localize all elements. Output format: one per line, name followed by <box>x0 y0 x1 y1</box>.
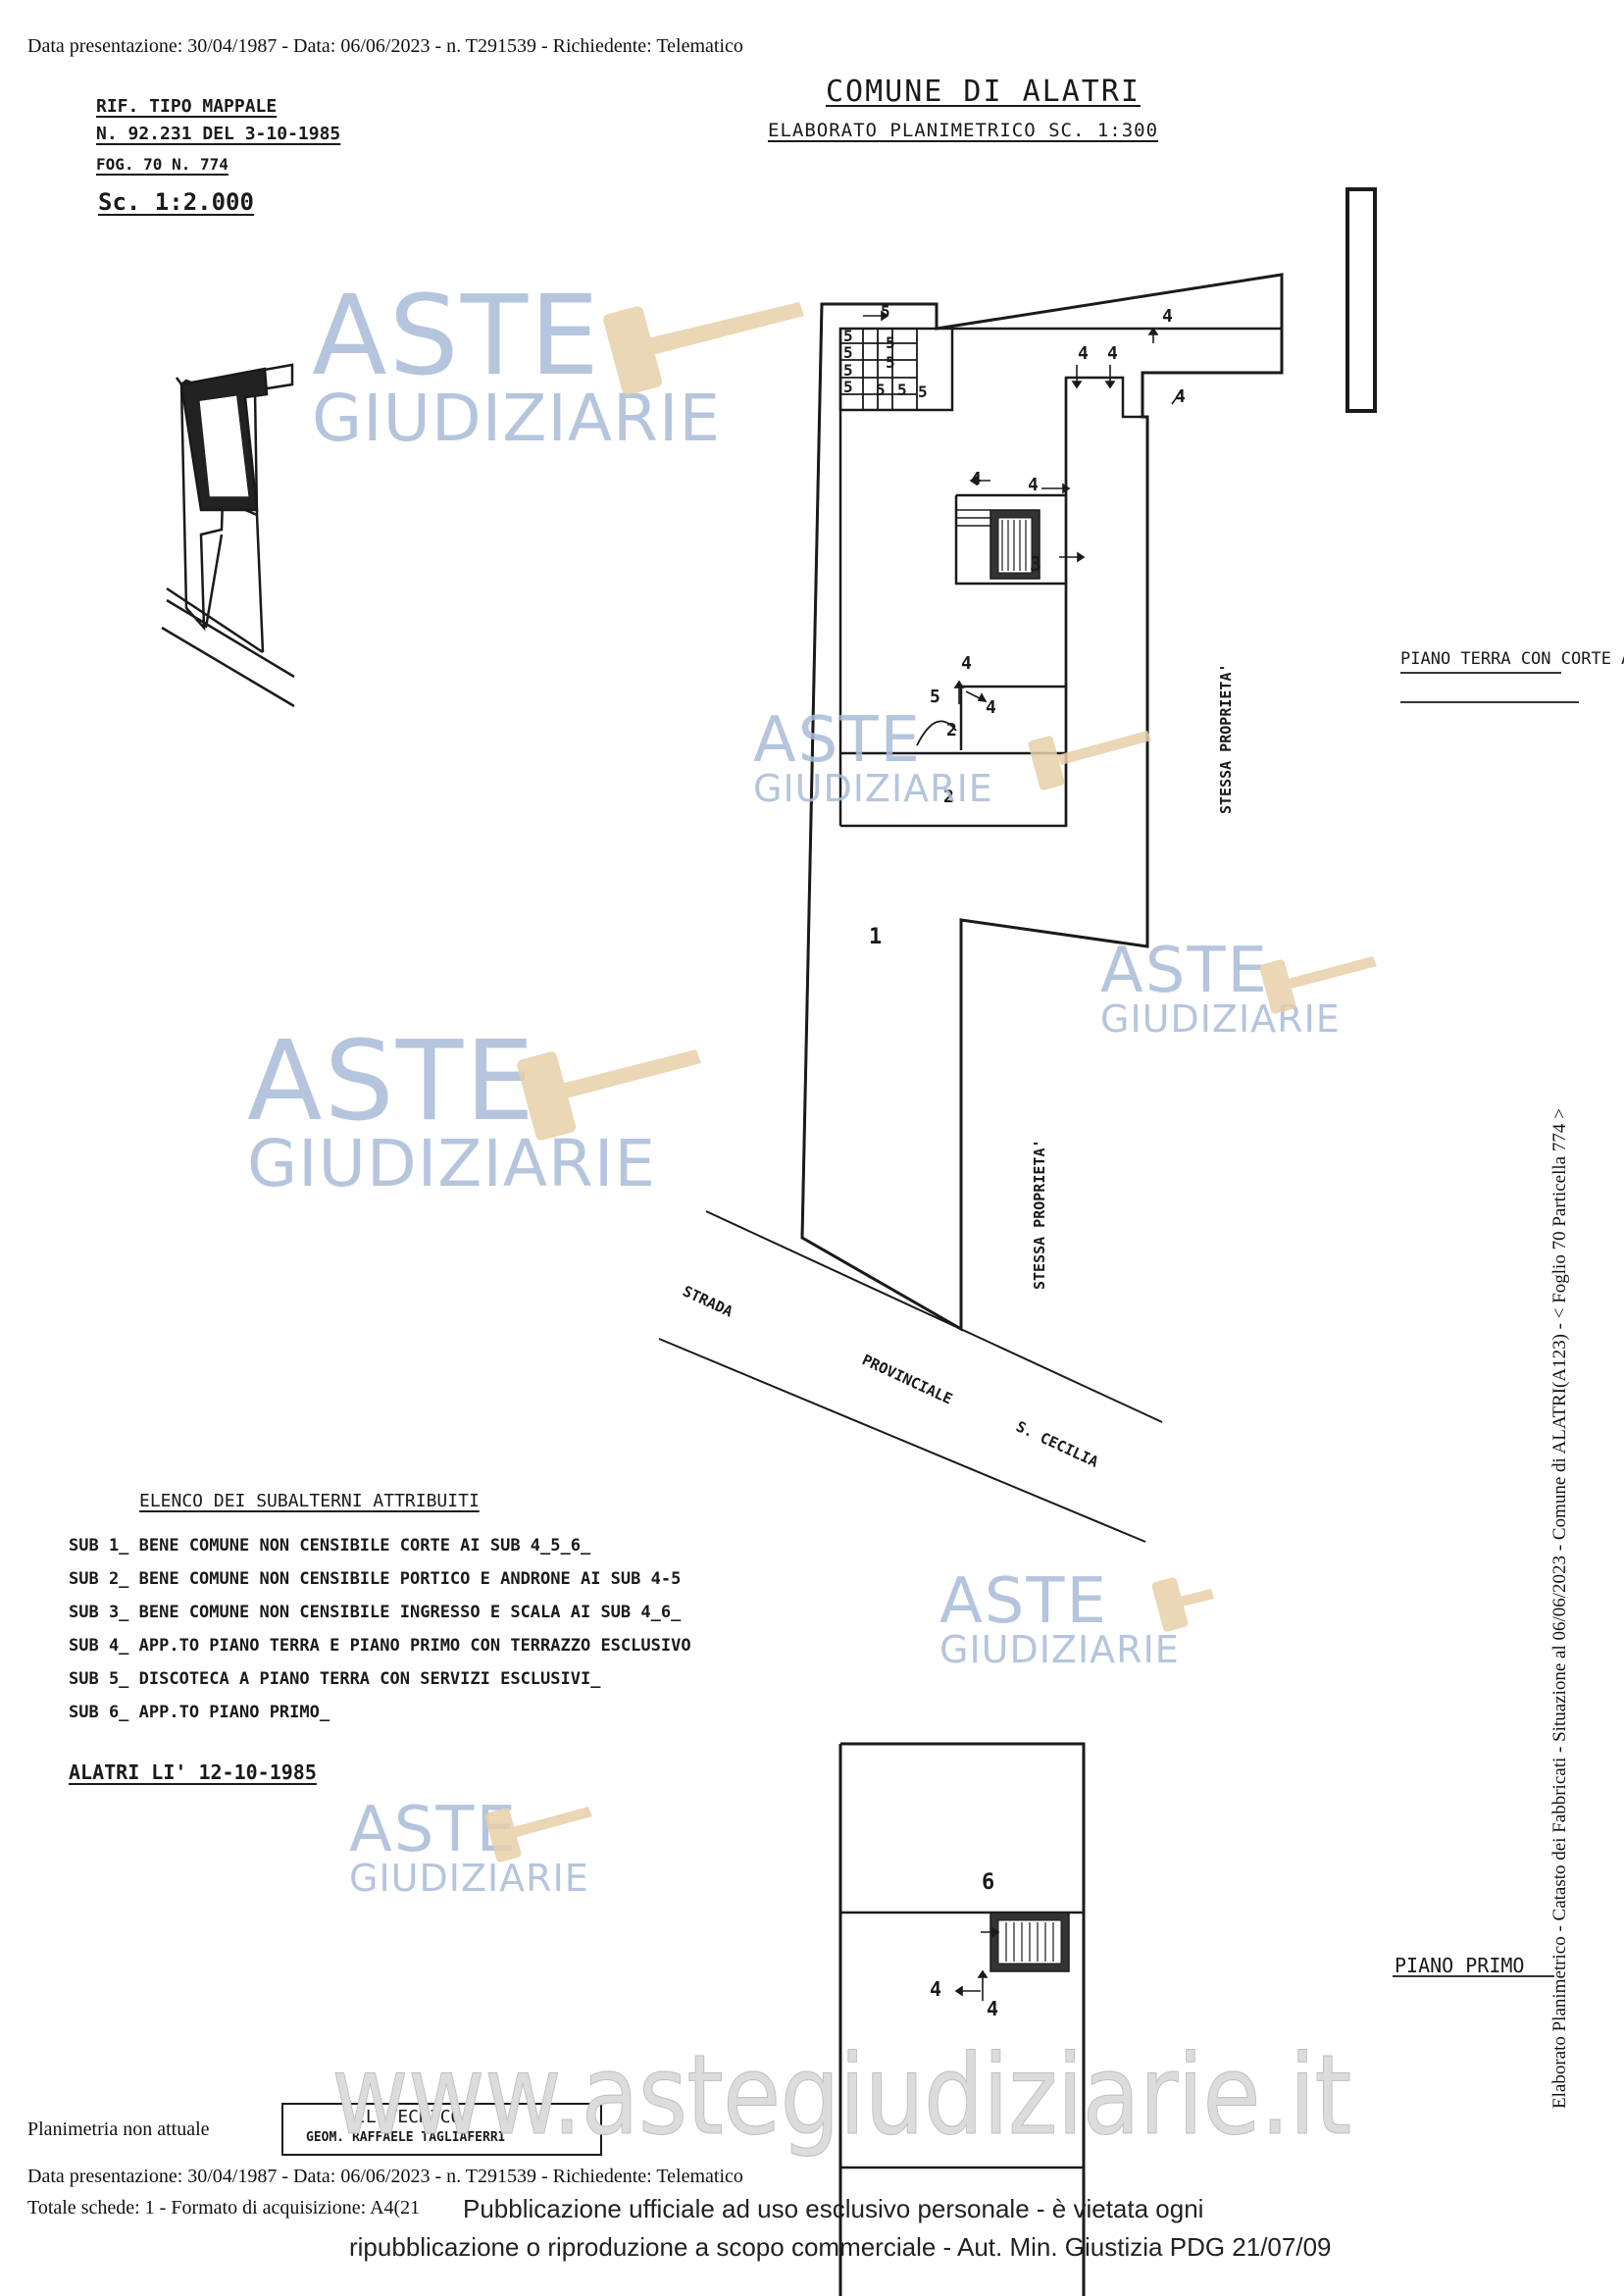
plan-num-5g: 5 <box>886 353 895 372</box>
ref-scale: Sc. 1:2.000 <box>98 188 254 216</box>
watermark-logo-6: ASTE GIUDIZIARIE <box>349 1794 589 1900</box>
stessa-proprieta-2: STESSA PROPRIETA' <box>1031 1139 1048 1290</box>
ref-line-2: N. 92.231 DEL 3-10-1985 <box>96 124 341 144</box>
plan-num-2b: 2 <box>943 787 954 807</box>
plan-num-4a: 4 <box>1078 343 1089 364</box>
subalterno-item: SUB 6_ APP.TO PIANO PRIMO_ <box>69 1703 330 1722</box>
comune-title: COMUNE DI ALATRI <box>826 75 1141 109</box>
subalterno-item: SUB 2_ BENE COMUNE NON CENSIBILE PORTICO… <box>69 1569 682 1589</box>
plan-num-4f: 4 <box>1028 475 1039 495</box>
plan-num-4h: 4 <box>986 697 996 718</box>
road-line-2 <box>658 1338 1146 1543</box>
subalterno-item: SUB 4_ APP.TO PIANO TERRA E PIANO PRIMO … <box>69 1636 691 1656</box>
plan-num-2a: 2 <box>946 720 957 740</box>
stessa-proprieta-1: STESSA PROPRIETA' <box>1217 663 1235 814</box>
footer-line-1: Data presentazione: 30/04/1987 - Data: 0… <box>27 2166 743 2187</box>
side-catasto-text: Elaborato Planimetrico - Catasto dei Fab… <box>1549 1108 1570 2109</box>
subalterni-title: ELENCO DEI SUBALTERNI ATTRIBUITI <box>139 1491 480 1511</box>
footer-notice-1: Pubblicazione ufficiale ad uso esclusivo… <box>463 2194 1204 2223</box>
plan-num-6: 6 <box>982 1870 994 1895</box>
ref-line-1: RIF. TIPO MAPPALE <box>96 96 278 117</box>
planimetria-note: Planimetria non attuale <box>27 2118 210 2140</box>
watermark-logo-2: ASTE GIUDIZIARIE <box>753 704 993 810</box>
plan-num-5j: 5 <box>918 383 928 401</box>
subalterno-item: SUB 5_ DISCOTECA A PIANO TERRA CON SERVI… <box>69 1669 601 1689</box>
plan-num-4j: 4 <box>987 1997 998 2020</box>
tecnico-box <box>281 2103 602 2156</box>
header-line: Data presentazione: 30/04/1987 - Data: 0… <box>27 35 743 57</box>
plan-num-4b: 4 <box>1107 343 1118 364</box>
plan-num-5k: 5 <box>930 687 940 707</box>
watermark-logo-4: ASTE GIUDIZIARIE <box>247 1018 657 1202</box>
plan-num-5a: 5 <box>881 302 890 321</box>
subalterni-list: SUB 1_ BENE COMUNE NON CENSIBILE CORTE A… <box>69 1536 691 1736</box>
watermark-logo-3: ASTE GIUDIZIARIE <box>1100 935 1341 1041</box>
tecnico-name: GEOM. RAFFAELE TAGLIAFERRI <box>306 2130 506 2145</box>
plan-num-4d: 4 <box>1175 386 1186 407</box>
plan-num-4g: 4 <box>961 653 972 674</box>
plan-num-5b: 5 <box>843 327 853 345</box>
elaborato-title: ELABORATO PLANIMETRICO Sc. 1:300 <box>768 120 1159 141</box>
plan-num-1: 1 <box>869 925 882 949</box>
plan-num-5e: 5 <box>843 378 853 396</box>
piano-primo-label: PIANO PRIMO <box>1395 1954 1525 1977</box>
scale-bar <box>1345 187 1377 413</box>
piano-primo-outline <box>838 1742 1086 2296</box>
plan-num-5c: 5 <box>843 343 853 362</box>
plan-num-5f: 5 <box>886 333 895 352</box>
site-watermark: www.astegiudiziarie.it <box>331 2032 1352 2161</box>
footer-line-2: Totale schede: 1 - Formato di acquisizio… <box>27 2197 421 2219</box>
road-line-1 <box>705 1210 1163 1423</box>
plan-num-3: 3 <box>1030 552 1041 576</box>
location-map <box>161 363 295 708</box>
footer-notice-2: ripubblicazione o riproduzione a scopo c… <box>349 2232 1332 2262</box>
plan-num-5i: 5 <box>897 381 907 399</box>
plan-num-4c: 4 <box>1162 306 1173 327</box>
piano-terra-label: PIANO TERRA CON CORTE ANNESSA <box>1400 649 1624 669</box>
watermark-logo-1: ASTE GIUDIZIARIE <box>312 273 722 457</box>
plan-num-4i: 4 <box>930 1977 941 2001</box>
plan-num-5d: 5 <box>843 361 853 380</box>
subalterno-item: SUB 3_ BENE COMUNE NON CENSIBILE INGRESS… <box>69 1603 682 1622</box>
plan-num-5h: 5 <box>876 381 886 399</box>
ref-line-3: FOG. 70 N. 774 <box>96 155 228 174</box>
signature-date: ALATRI LI' 12-10-1985 <box>69 1760 317 1784</box>
plan-num-4e: 4 <box>971 469 982 489</box>
piano-terra-outline <box>800 273 1284 1332</box>
tecnico-title: IL TECNICO <box>355 2107 462 2127</box>
subalterno-item: SUB 1_ BENE COMUNE NON CENSIBILE CORTE A… <box>69 1536 591 1556</box>
watermark-logo-5: ASTE GIUDIZIARIE <box>939 1565 1180 1671</box>
